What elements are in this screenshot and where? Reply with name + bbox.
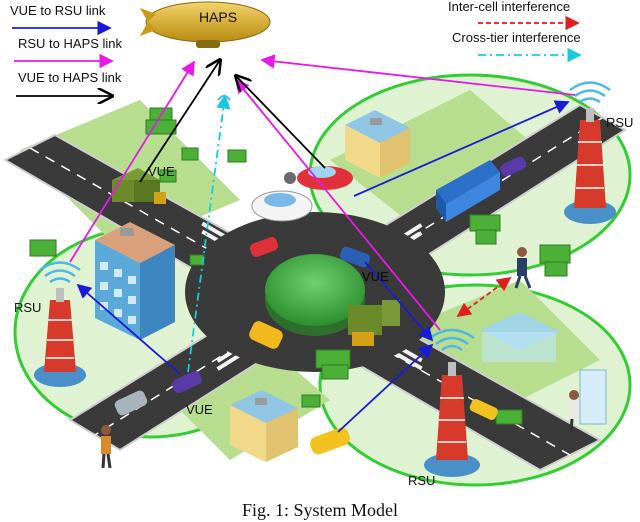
car-red-top xyxy=(297,166,353,190)
link-vue-haps-1 xyxy=(139,60,220,183)
rsu-label-right: RSU xyxy=(606,115,633,130)
vue-label-top: VUE xyxy=(148,164,175,179)
car-white-autonomous xyxy=(251,172,313,222)
car-grey-left xyxy=(114,390,148,416)
office-building xyxy=(95,222,175,340)
car-yellow-van xyxy=(249,321,283,349)
trees xyxy=(29,107,571,425)
car-red-small xyxy=(249,237,279,257)
vue-label-center: VUE xyxy=(362,269,389,284)
rsu-towers xyxy=(34,81,616,477)
bus xyxy=(436,160,500,222)
buildings xyxy=(95,110,560,462)
rsu-label-bottom: RSU xyxy=(408,473,435,488)
link-rsu-haps-3 xyxy=(234,78,441,331)
link-rsu-haps-1 xyxy=(260,54,576,96)
link-vue-rsu-2 xyxy=(76,283,181,375)
info-kiosk xyxy=(579,369,607,425)
pedestrian-right xyxy=(569,390,579,433)
link-vue-rsu-3 xyxy=(337,343,434,433)
figure-caption: Fig. 1: System Model xyxy=(241,500,398,520)
rsu-tower-right xyxy=(564,81,616,224)
haps-label: HAPS xyxy=(199,9,237,25)
shop-building-top xyxy=(345,110,410,178)
link-rsu-haps-2 xyxy=(69,60,195,263)
roundabout xyxy=(185,212,445,372)
link-vue-haps-2 xyxy=(236,76,326,169)
legend-vue-haps-label: VUE to HAPS link xyxy=(18,70,122,85)
node-labels: VUE VUE VUE RSU RSU RSU xyxy=(14,115,633,488)
links xyxy=(69,54,576,433)
legend-cross-tier-label: Cross-tier interference xyxy=(452,30,581,45)
link-vue-rsu-4 xyxy=(364,261,434,342)
pedestrian-walking xyxy=(514,247,532,289)
vue-label-bottom: VUE xyxy=(186,402,213,417)
truck-center xyxy=(348,300,400,346)
link-cross-tier xyxy=(187,94,231,373)
pedestrians xyxy=(101,247,607,469)
bus-stop xyxy=(480,312,560,362)
taxi xyxy=(469,398,498,420)
vehicles xyxy=(112,156,527,455)
rsu-tower-bottom xyxy=(424,328,480,477)
legend-left: VUE to RSU link RSU to HAPS link VUE to … xyxy=(10,3,123,96)
legend-right: Inter-cell interference Cross-tier inter… xyxy=(448,0,582,63)
car-purple-right xyxy=(500,156,527,177)
legend-inter-cell-label: Inter-cell interference xyxy=(448,0,570,14)
rsu-tower-left xyxy=(34,261,86,387)
link-vue-rsu-1 xyxy=(353,100,570,197)
truck-left xyxy=(112,168,166,204)
legend-rsu-haps-label: RSU to HAPS link xyxy=(18,36,123,51)
car-yellow-bottom xyxy=(310,427,350,455)
haps-airship: HAPS xyxy=(140,1,271,48)
link-inter-cell xyxy=(456,276,512,318)
rsu-label-left: RSU xyxy=(14,300,41,315)
legend-vue-rsu-label: VUE to RSU link xyxy=(10,3,106,18)
car-blue-roundabout xyxy=(339,246,371,268)
pedestrian-left xyxy=(101,425,112,469)
shop-building-bottom xyxy=(230,390,298,462)
car-purple-left xyxy=(172,370,202,394)
